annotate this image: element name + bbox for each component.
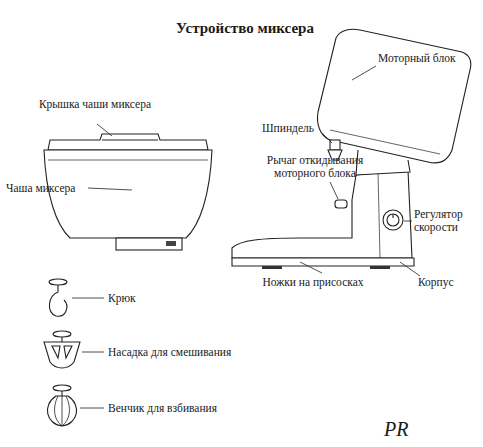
lid-handle — [102, 139, 158, 140]
diagram-title: Устройство миксера — [90, 20, 400, 37]
spindle — [330, 140, 340, 150]
bowl-lid — [48, 134, 208, 150]
dial-mark — [392, 214, 393, 218]
part-label: Чаша миксера — [6, 182, 88, 195]
mixer-body — [232, 170, 412, 258]
attachment-label: Насадка для смешивания — [108, 346, 268, 359]
bowl-lock — [166, 241, 176, 246]
body-base — [232, 258, 414, 266]
motor-hinge — [356, 150, 410, 175]
leader-lines — [72, 66, 420, 408]
bowl-rim — [48, 160, 208, 161]
attachment-label: Крюк — [108, 292, 228, 305]
part-label: Рычаг откидывания моторного блока — [250, 154, 380, 180]
suction-foot — [262, 266, 282, 269]
part-label: Регулятор скорости — [414, 208, 480, 234]
part-label: Корпус — [418, 276, 478, 289]
flat-beater — [44, 331, 80, 368]
motor-seam — [330, 130, 440, 154]
part-label: Крышка чаши миксера — [30, 98, 160, 111]
tilt-lever — [335, 200, 347, 208]
attachment-label: Венчик для взбивания — [108, 402, 268, 415]
suction-foot — [370, 266, 390, 269]
motor-block — [318, 29, 471, 163]
body-edge — [378, 172, 380, 258]
speed-dial-inner — [387, 214, 399, 226]
brand-logo: PR — [384, 418, 434, 440]
bowl-base — [116, 238, 182, 250]
part-label: Шпиндель — [262, 122, 324, 135]
whisk — [47, 385, 76, 426]
speed-dial — [383, 210, 403, 230]
part-label: Ножки на присосках — [248, 276, 378, 289]
part-label: Моторный блок — [378, 52, 478, 65]
dough-hook — [49, 279, 67, 316]
